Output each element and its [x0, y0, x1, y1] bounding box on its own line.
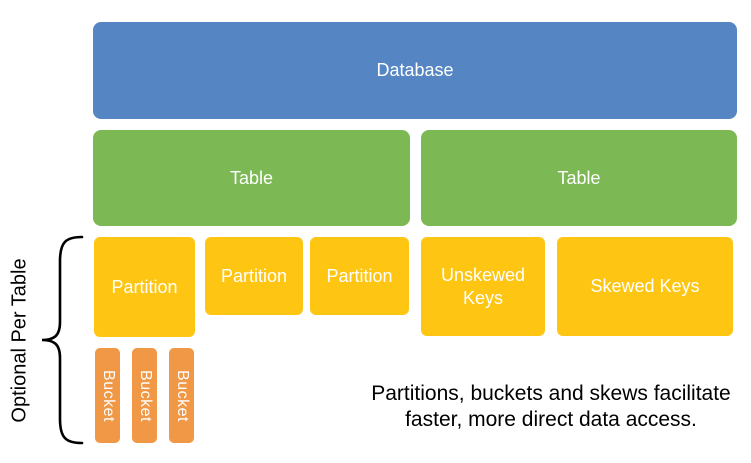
- unskewed-keys-box: Unskewed Keys: [421, 237, 545, 336]
- partition-label: Partition: [220, 265, 288, 286]
- curly-brace-icon: [41, 235, 84, 445]
- brace-group-label: Optional Per Table: [2, 237, 38, 443]
- bucket-box-3: Bucket: [169, 348, 194, 443]
- partition-box-1: Partition: [94, 237, 195, 337]
- brace-group-label-text: Optional Per Table: [8, 257, 31, 423]
- bucket-box-2: Bucket: [132, 348, 157, 443]
- bucket-box-1: Bucket: [95, 348, 120, 443]
- database-label: Database: [376, 60, 454, 80]
- skewed-keys-box: Skewed Keys: [557, 237, 733, 336]
- table-box-left: Table: [93, 130, 410, 226]
- bucket-label: Bucket: [173, 369, 191, 422]
- bucket-label: Bucket: [136, 369, 154, 422]
- caption-text: Partitions, buckets and skews facilitate…: [371, 382, 731, 431]
- table-label: Table: [557, 167, 601, 188]
- skewed-keys-label: Skewed Keys: [590, 276, 700, 297]
- unskewed-keys-label: Unskewed Keys: [440, 265, 526, 308]
- table-label: Table: [229, 167, 274, 188]
- partition-box-2: Partition: [205, 237, 303, 315]
- table-box-right: Table: [421, 130, 737, 226]
- partition-label: Partition: [111, 276, 178, 297]
- database-box: Database: [93, 22, 737, 119]
- partition-box-3: Partition: [310, 237, 409, 315]
- bucket-label: Bucket: [99, 369, 117, 422]
- partition-label: Partition: [326, 265, 393, 286]
